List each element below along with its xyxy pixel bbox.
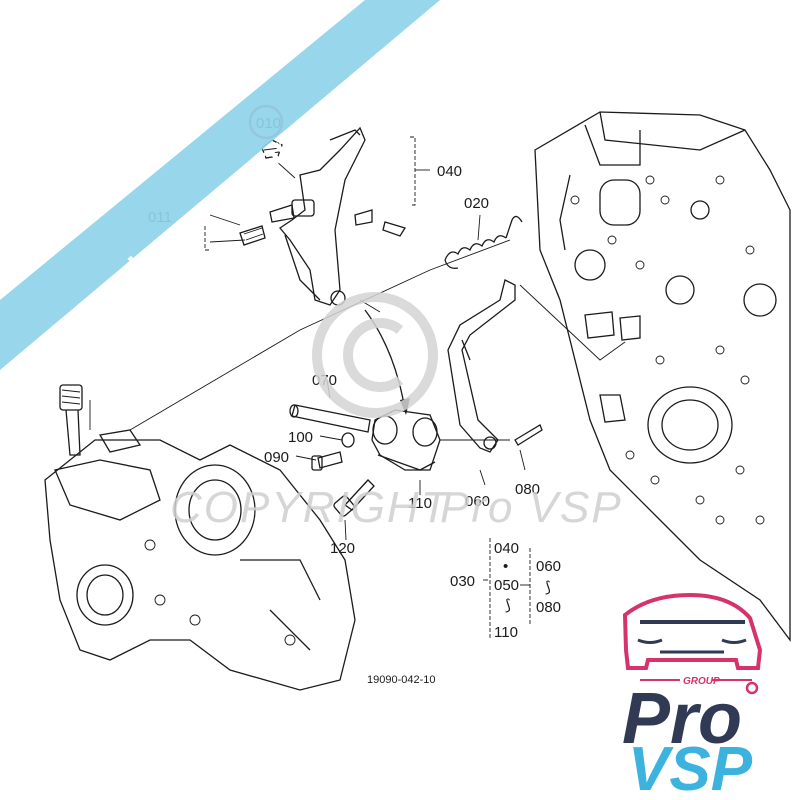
- transmission-case: [44, 384, 356, 691]
- return-spring: [444, 215, 523, 269]
- assembly-sub-080: 080: [536, 599, 561, 616]
- assembly-tree: 030 040 • 050 ⟆ 110 060 ⟆ 080: [450, 538, 561, 641]
- label-060: 060: [465, 493, 490, 510]
- assembly-item-110: 110: [494, 624, 518, 641]
- site-banner: pro-piece-vsp.com: [0, 0, 440, 370]
- engine-block-housing: [534, 111, 791, 642]
- watermark-copyright: COPYRIGHT: [170, 483, 451, 532]
- label-090: 090: [264, 449, 289, 466]
- svg-text:⟆: ⟆: [505, 597, 511, 614]
- svg-text:⟆: ⟆: [545, 579, 551, 596]
- label-040: 040: [437, 163, 462, 180]
- assembly-item-040: 040: [494, 540, 519, 557]
- copyright-watermark: COPYRIGHT Pro VSP: [170, 292, 623, 532]
- assembly-sub-060: 060: [536, 558, 561, 575]
- label-120: 120: [330, 540, 355, 557]
- release-bracket: [371, 409, 441, 471]
- provsp-logo: GROUP Pro VSP: [622, 592, 763, 800]
- svg-text:•: •: [503, 558, 508, 575]
- assembly-item-050: 050: [494, 577, 519, 594]
- car-icon: [622, 592, 763, 670]
- clutch-lever: [447, 279, 626, 453]
- drawing-code: 19090-042-10: [367, 674, 436, 686]
- label-100: 100: [288, 429, 313, 446]
- clutch-fork-assembly: [239, 126, 407, 306]
- logo-group-text: GROUP: [683, 676, 720, 687]
- watermark-brand: Pro VSP: [440, 483, 623, 532]
- label-020: 020: [464, 195, 489, 212]
- label-110: 110: [408, 495, 432, 512]
- logo-vsp-text: VSP: [628, 735, 753, 800]
- label-080: 080: [515, 481, 540, 498]
- logo-pro-text: Pro: [622, 679, 742, 759]
- cross-shaft: [289, 404, 371, 433]
- bolt-holes: [570, 175, 765, 525]
- assembly-root-030: 030: [450, 573, 475, 590]
